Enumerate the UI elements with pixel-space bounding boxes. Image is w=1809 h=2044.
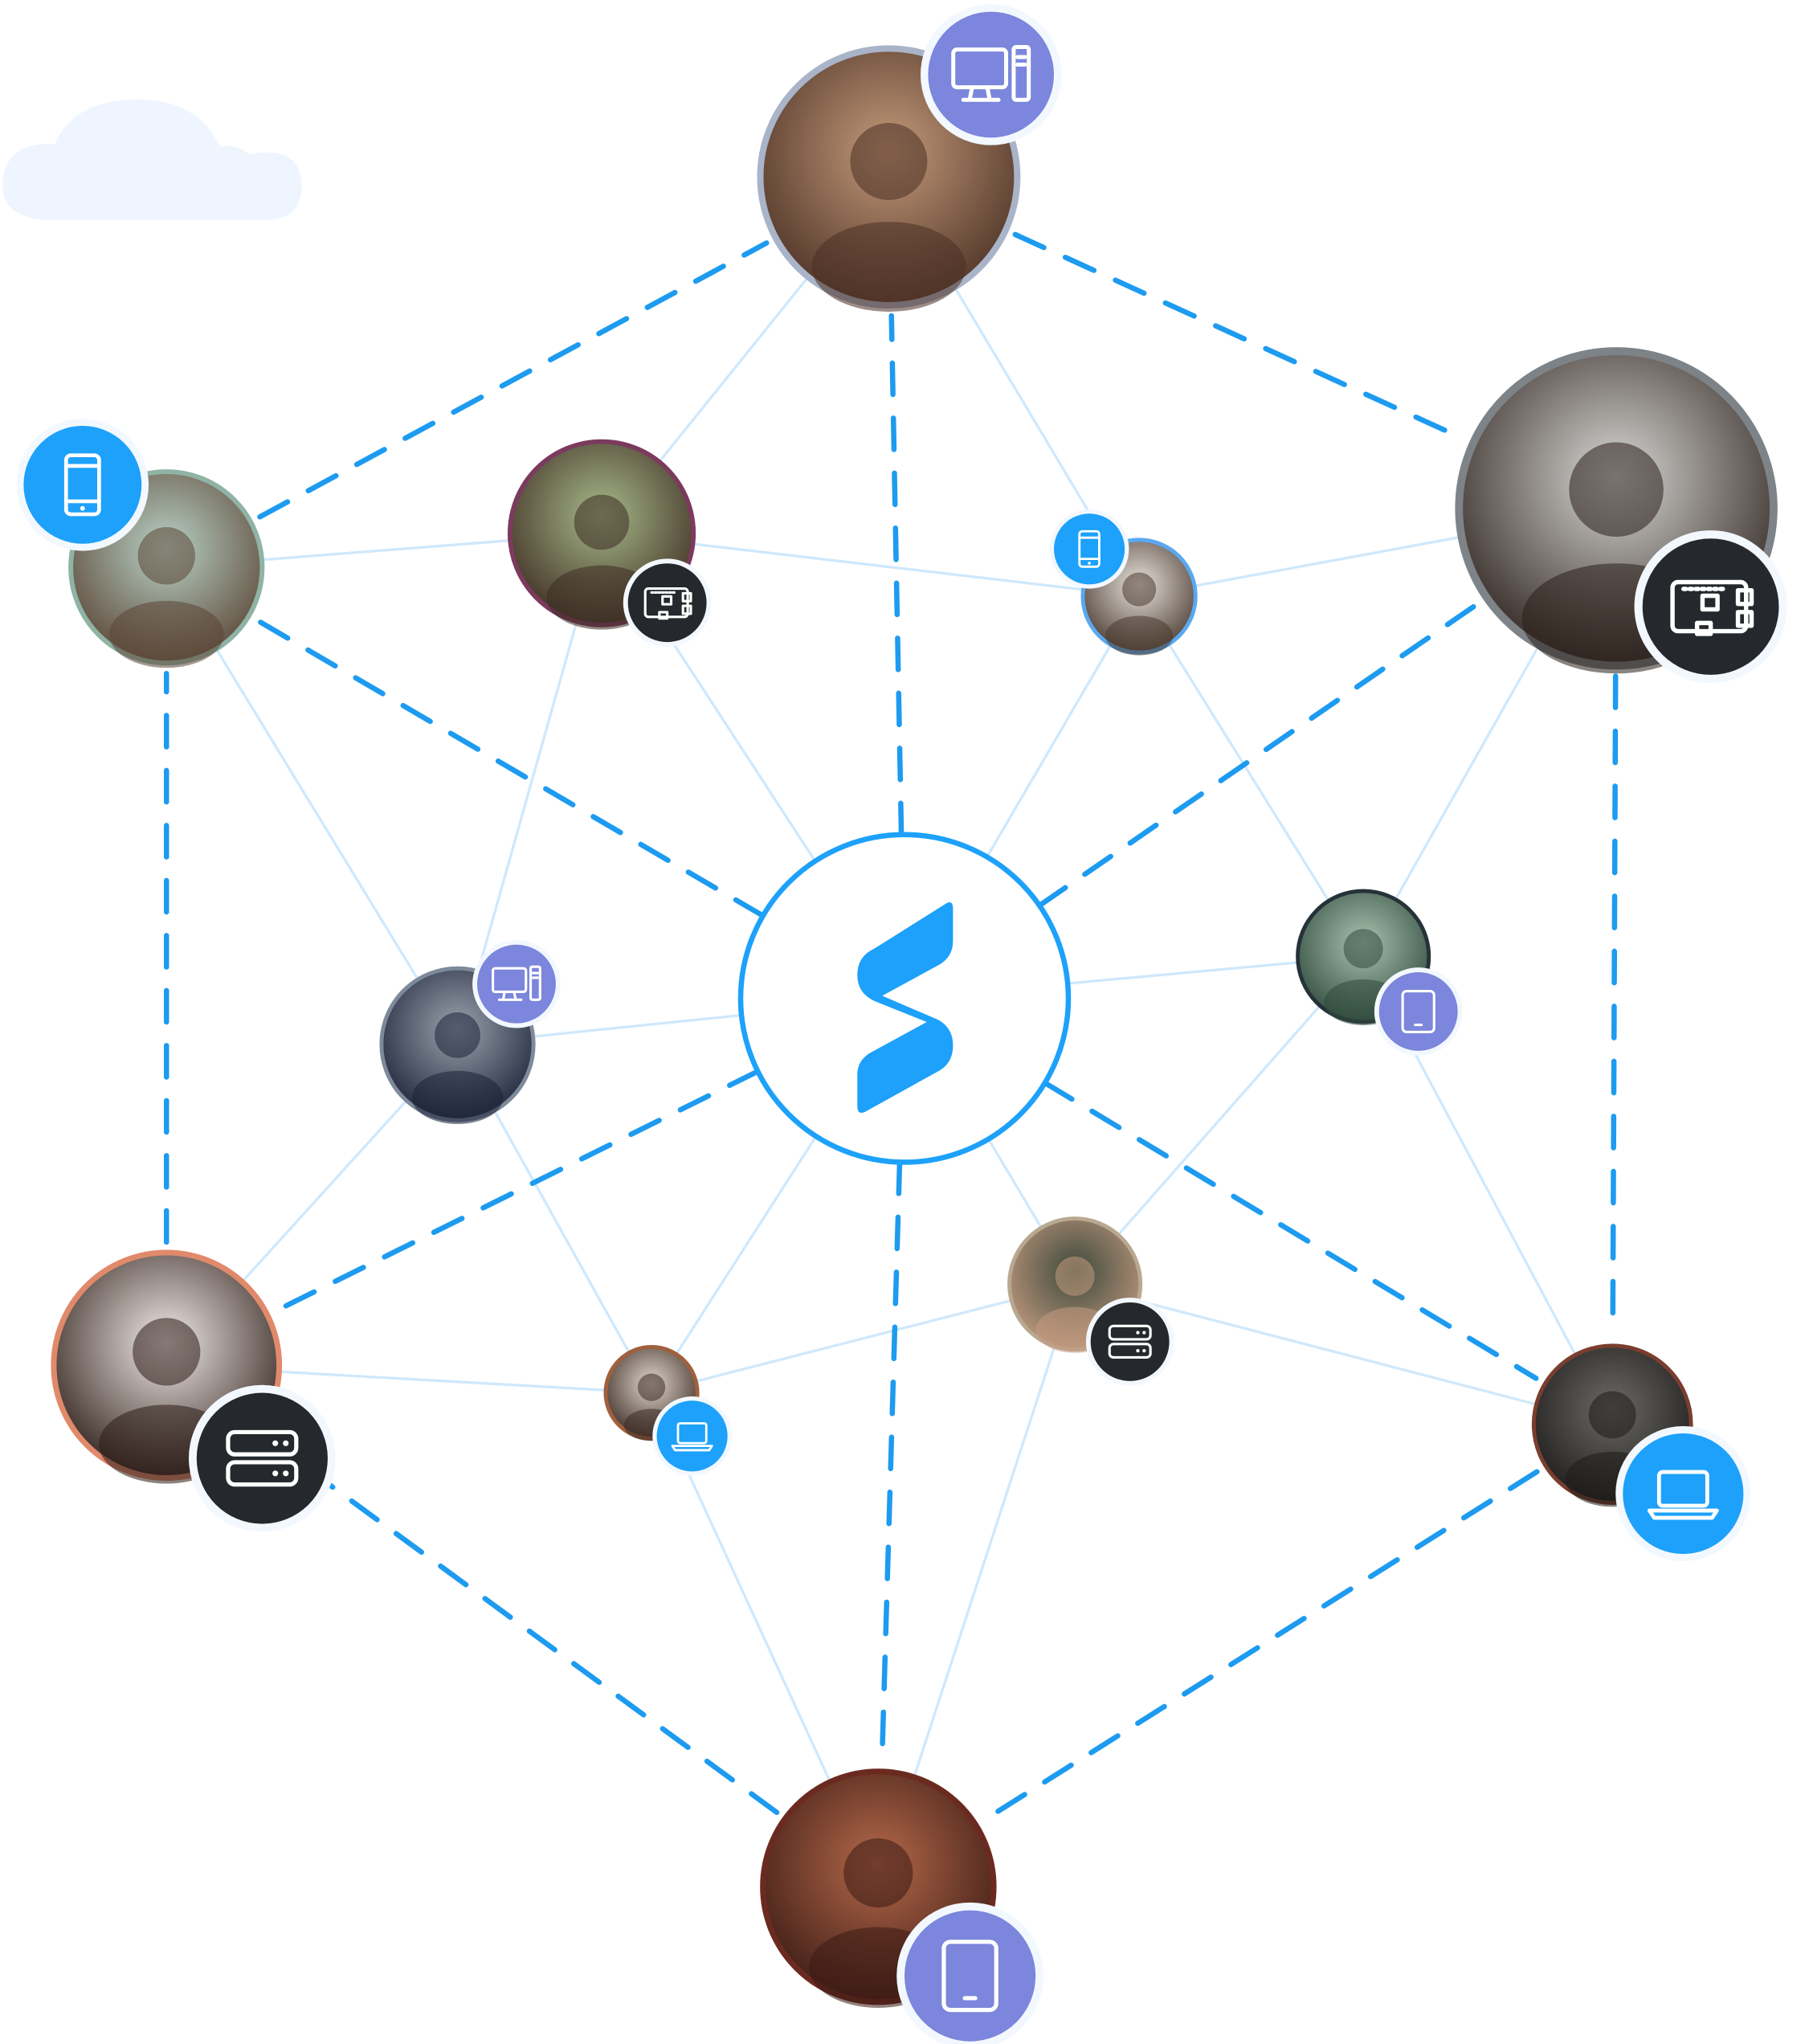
avatar-head bbox=[1343, 929, 1383, 969]
laptop-icon bbox=[671, 1422, 713, 1452]
raspberry-pi-icon bbox=[1670, 579, 1754, 636]
user-node-top[interactable] bbox=[757, 4, 1062, 312]
device-badge-server bbox=[1085, 1298, 1174, 1386]
server-icon bbox=[226, 1429, 299, 1487]
phone-icon bbox=[1078, 529, 1101, 568]
avatar-head bbox=[637, 1373, 666, 1401]
avatar-head bbox=[850, 123, 928, 200]
avatar-head bbox=[1569, 442, 1664, 537]
mesh-link bbox=[1074, 1282, 1613, 1426]
tablet-icon bbox=[1401, 989, 1435, 1033]
device-badge-tablet bbox=[896, 1902, 1043, 2044]
dashed-link bbox=[888, 313, 904, 838]
avatar-head bbox=[435, 1012, 480, 1058]
dashed-link bbox=[1610, 673, 1619, 1339]
device-badge-tablet bbox=[1374, 967, 1463, 1056]
dashed-link bbox=[257, 240, 770, 520]
desktop-icon bbox=[492, 965, 541, 1001]
hub-circle[interactable] bbox=[737, 832, 1072, 1165]
dashed-link bbox=[982, 1469, 1540, 1823]
device-badge-phone bbox=[16, 419, 149, 551]
user-node-bottom-right[interactable] bbox=[1531, 1343, 1751, 1562]
desktop-icon bbox=[951, 45, 1031, 102]
mesh-link bbox=[1137, 595, 1365, 958]
avatar-head bbox=[1588, 1391, 1636, 1439]
avatar-body bbox=[411, 1070, 504, 1125]
dashed-connections bbox=[163, 231, 1619, 1823]
device-badge-server bbox=[188, 1384, 336, 1532]
device-badge-laptop bbox=[1615, 1426, 1751, 1562]
avatar-head bbox=[133, 1318, 201, 1386]
user-node-top-left[interactable] bbox=[16, 419, 265, 668]
device-badge-phone bbox=[1049, 509, 1129, 589]
device-badge-desktop bbox=[472, 939, 561, 1028]
user-node-bottom[interactable] bbox=[760, 1768, 1043, 2044]
user-node-inner-1[interactable] bbox=[507, 439, 712, 647]
tablet-icon bbox=[941, 1940, 998, 2013]
user-nodes bbox=[16, 4, 1787, 2044]
avatar-head bbox=[1122, 572, 1157, 607]
dashed-link bbox=[1036, 600, 1481, 909]
device-badge-desktop bbox=[920, 4, 1062, 145]
user-node-inner-4[interactable] bbox=[379, 939, 561, 1125]
avatar-body bbox=[811, 222, 966, 312]
avatar-body bbox=[1105, 615, 1174, 656]
avatar-head bbox=[137, 527, 195, 585]
server-icon bbox=[1108, 1324, 1152, 1359]
device-badge-raspberry-pi bbox=[1634, 530, 1787, 684]
cloud-decoration bbox=[2, 99, 302, 220]
raspberry-pi-icon bbox=[643, 587, 692, 620]
avatar-head bbox=[843, 1838, 913, 1908]
mesh-link bbox=[1073, 955, 1365, 1286]
device-badge-laptop bbox=[652, 1396, 732, 1476]
device-badge-raspberry-pi bbox=[623, 558, 712, 647]
avatar-body bbox=[108, 600, 224, 668]
dashed-link bbox=[255, 618, 766, 919]
mesh-link bbox=[651, 1282, 1076, 1395]
laptop-icon bbox=[1647, 1470, 1719, 1520]
dashed-link bbox=[274, 1069, 761, 1314]
hub-node[interactable] bbox=[737, 832, 1072, 1165]
user-node-inner-3[interactable] bbox=[1296, 889, 1463, 1056]
brand-s-logo-icon bbox=[857, 902, 954, 1114]
user-node-inner-2[interactable] bbox=[1049, 509, 1198, 656]
user-node-inner-6[interactable] bbox=[1007, 1216, 1174, 1386]
phone-icon bbox=[63, 453, 101, 517]
user-node-bottom-left[interactable] bbox=[51, 1249, 336, 1532]
user-node-top-right[interactable] bbox=[1455, 347, 1787, 684]
dashed-link bbox=[1012, 231, 1467, 442]
dashed-link bbox=[263, 1435, 780, 1816]
dashed-link bbox=[1042, 1080, 1539, 1381]
avatar-head bbox=[574, 494, 630, 550]
dashed-link bbox=[879, 1159, 903, 1764]
user-node-inner-5[interactable] bbox=[603, 1344, 732, 1476]
avatar-head bbox=[1055, 1256, 1095, 1296]
